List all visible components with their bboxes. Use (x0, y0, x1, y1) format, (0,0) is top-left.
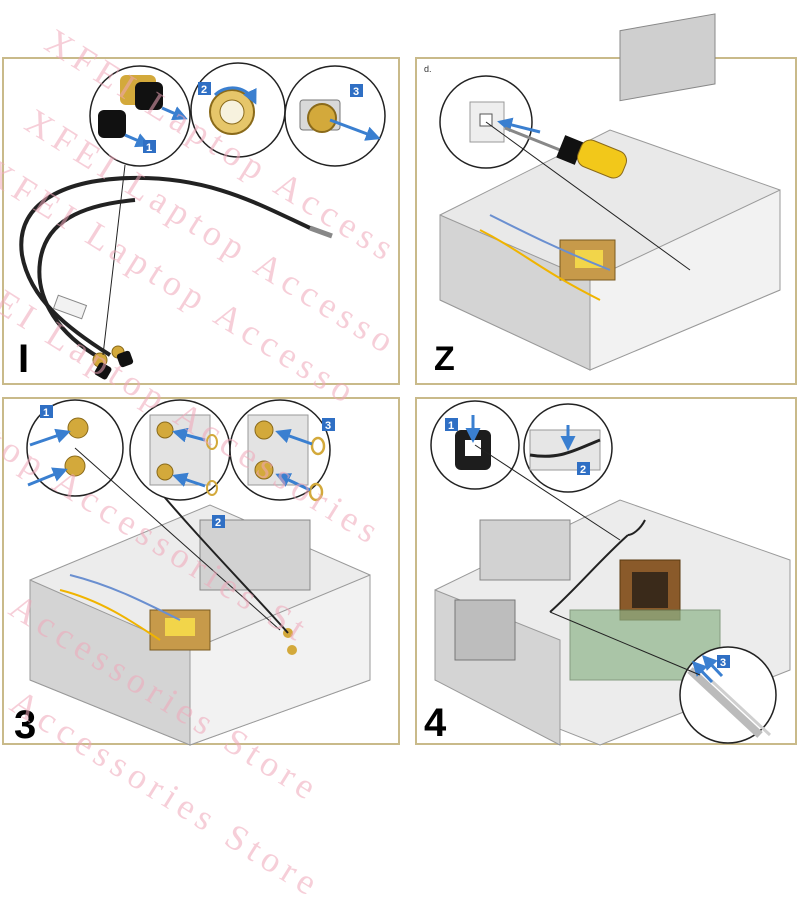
step-badge-text: 3 (325, 420, 331, 432)
step-badge (40, 405, 53, 418)
callout-route-cable-clip: 1 (430, 400, 621, 541)
step-badge (577, 462, 590, 475)
callout-secure-cable: 3 (549, 611, 777, 744)
panel-2: d. (415, 13, 797, 385)
callout-tighten-nuts: 3 (229, 399, 335, 502)
step-badge (445, 418, 458, 431)
callout-remove-caps: 1 (89, 65, 191, 167)
panel-step-label: Z (434, 340, 455, 378)
step-badge (717, 655, 730, 668)
callout-punch-out (439, 75, 691, 271)
computer-chassis-illustration (29, 479, 371, 746)
step-badge-text: 2 (215, 517, 221, 529)
step-badge-text: 1 (43, 407, 49, 419)
callout-route-cable-channel: 2 (523, 403, 613, 493)
antenna-cable-illustration (19, 164, 333, 380)
step-badge-text: 1 (448, 420, 454, 432)
step-badge (322, 418, 335, 431)
step-badge-text: 2 (201, 84, 207, 96)
step-badge-text: 1 (146, 142, 152, 154)
panel-3: 1 2 (2, 397, 400, 747)
panel-4: 1 2 3 4 (415, 397, 797, 746)
step-badge (143, 140, 156, 153)
step-badge (350, 84, 363, 97)
step-badge-text: 2 (580, 464, 586, 476)
panel-step-label: I (18, 337, 29, 381)
callout-attach-washers: 2 (129, 399, 231, 529)
panel-step-label: 3 (14, 703, 36, 747)
callout-remove-washer: 3 (284, 65, 386, 167)
step-badge (212, 515, 225, 528)
callout-insert-connectors: 1 (26, 399, 281, 631)
sub-step-label: d. (424, 64, 432, 74)
instruction-diagram: 1 2 3 d. (2, 13, 797, 747)
step-badge-text: 3 (353, 86, 359, 98)
panel-step-label: 4 (424, 701, 447, 745)
callout-remove-nut: 2 (190, 62, 286, 158)
panel-1: 1 2 3 (2, 57, 400, 385)
computer-chassis-illustration (439, 13, 781, 371)
step-badge (198, 82, 211, 95)
step-badge-text: 3 (720, 657, 726, 669)
screwdriver-illustration (504, 126, 627, 179)
diagram-stage: 1 2 3 d. (0, 13, 797, 906)
